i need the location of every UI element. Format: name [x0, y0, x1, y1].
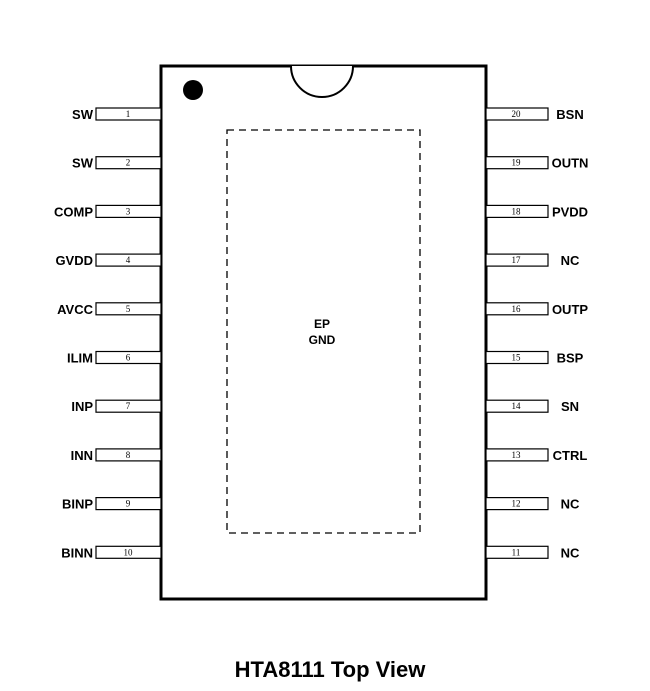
pin-name: SW [72, 156, 94, 171]
pin-17: 17 NC [485, 253, 580, 268]
ic-package-body [159, 64, 488, 601]
pin-number: 13 [512, 450, 522, 460]
pin-3: 3 COMP [54, 204, 162, 219]
exposed-pad-label: EP [314, 317, 330, 331]
pin-11: 11 NC [485, 545, 580, 560]
pin-lead [485, 399, 549, 413]
pin-16: 16 OUTP [485, 302, 588, 317]
pin-name: INN [71, 448, 93, 463]
pin-name: ILIM [67, 351, 93, 366]
pin-15: 15 BSP [485, 350, 584, 366]
pin-number: 7 [126, 401, 131, 411]
pin-lead [485, 545, 549, 559]
pin-14: 14 SN [485, 399, 579, 414]
pin-number: 18 [512, 206, 522, 216]
pin-name: OUTN [552, 156, 589, 171]
pin-name: NC [561, 253, 580, 268]
pin-lead [95, 497, 162, 511]
pin-lead [95, 545, 162, 559]
pin-6: 6 ILIM [67, 350, 162, 366]
diagram-title: HTA8111 Top View [235, 657, 427, 682]
pin-12: 12 NC [485, 497, 580, 512]
pin-lead [485, 350, 549, 365]
pin-number: 6 [126, 353, 131, 363]
pin-number: 1 [126, 109, 131, 119]
pin-lead [485, 302, 549, 316]
pin-20: 20 BSN [485, 107, 584, 122]
pin-name: GVDD [55, 253, 93, 268]
exposed-pad-outline [226, 129, 421, 534]
pin-number: 3 [126, 206, 131, 216]
pin-19: 19 OUTN [485, 156, 589, 171]
pin1-indicator-dot [183, 80, 203, 100]
pin-lead [95, 350, 162, 365]
pin-number: 8 [126, 450, 131, 460]
pin-name: NC [561, 497, 580, 512]
pin-name: NC [561, 545, 580, 560]
orientation-notch [290, 65, 354, 98]
pin-lead [485, 156, 549, 170]
pin-lead [485, 253, 549, 267]
pin-lead [95, 399, 162, 413]
pin-lead [95, 204, 162, 218]
pin-7: 7 INP [71, 399, 162, 414]
pin-2: 2 SW [72, 156, 162, 171]
pin-number: 2 [126, 158, 131, 168]
pin-name: INP [71, 399, 93, 414]
pin-number: 11 [512, 547, 521, 557]
pin-name: SW [72, 107, 94, 122]
pin-lead [485, 497, 549, 511]
pin-lead [485, 107, 549, 121]
pin-lead [95, 302, 162, 316]
pin-name: PVDD [552, 204, 588, 219]
pin-9: 9 BINP [62, 497, 162, 512]
pin-18: 18 PVDD [485, 204, 588, 219]
pin-name: OUTP [552, 302, 588, 317]
pin-number: 19 [512, 158, 522, 168]
pin-name: AVCC [57, 302, 93, 317]
pin-number: 16 [512, 304, 522, 314]
pin-name: BSN [556, 107, 583, 122]
pin-name: COMP [54, 204, 93, 219]
pin-name: BINP [62, 497, 93, 512]
pin-number: 14 [512, 401, 522, 411]
pin-1: 1 SW [72, 107, 162, 122]
pin-8: 8 INN [71, 448, 162, 463]
pin-number: 9 [126, 499, 131, 509]
pin-name: BINN [61, 545, 93, 560]
pin-5: 5 AVCC [57, 302, 162, 317]
pin-name: SN [561, 399, 579, 414]
pin-name: BSP [557, 351, 584, 366]
pin-lead [95, 253, 162, 267]
pin-number: 4 [126, 255, 131, 265]
pin-lead [95, 107, 162, 121]
pin-4: 4 GVDD [55, 253, 162, 268]
pin-13: 13 CTRL [485, 448, 588, 463]
pin-number: 10 [124, 547, 134, 557]
pin-lead [485, 448, 549, 462]
pin-10: 10 BINN [61, 545, 162, 560]
left-pin-column: 1SW2SW3COMP4GVDD5AVCC6ILIM7INP8INN9BINP1… [54, 107, 162, 560]
pin-lead [485, 204, 549, 218]
pin-number: 15 [512, 353, 522, 363]
pin-name: CTRL [553, 448, 588, 463]
pin-number: 5 [126, 304, 131, 314]
pin-number: 12 [512, 499, 521, 509]
pin-lead [95, 448, 162, 462]
exposed-pad-net-label: GND [309, 333, 336, 347]
pin-number: 20 [512, 109, 522, 119]
pin-lead [95, 156, 162, 170]
pin-number: 17 [512, 255, 522, 265]
